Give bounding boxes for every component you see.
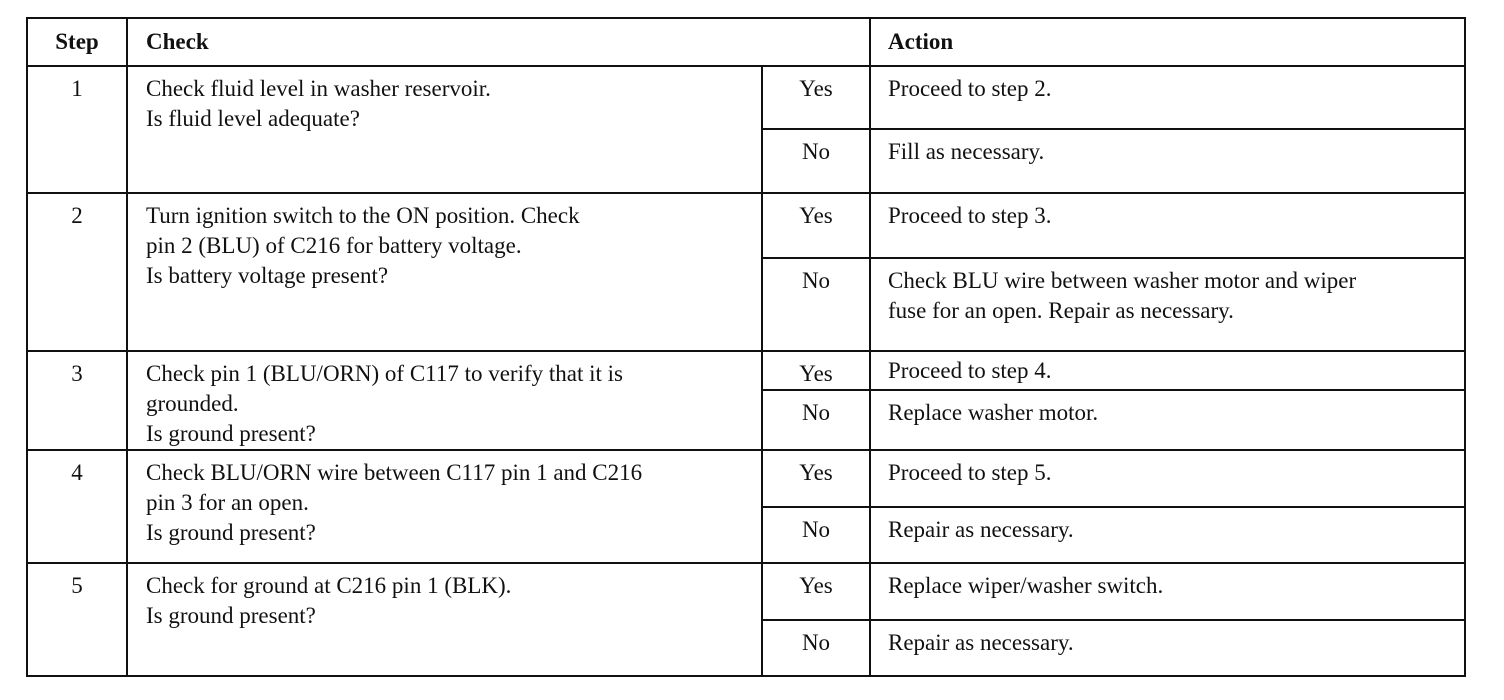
no-action: Fill as necessary.	[869, 128, 1466, 194]
header-action: Action	[869, 17, 1466, 67]
yes-label: Yes	[761, 562, 871, 621]
yes-label: Yes	[761, 192, 871, 259]
no-action: Replace washer motor.	[869, 389, 1466, 451]
action-line: Repair as necessary.	[888, 630, 1074, 655]
step-number: 3	[26, 350, 128, 451]
yes-action: Proceed to step 5.	[869, 449, 1466, 508]
check-line: Check pin 1 (BLU/ORN) of C117 to verify …	[146, 361, 623, 386]
no-label: No	[761, 619, 871, 677]
table-row: No Check BLU wire between washer motor a…	[27, 257, 1466, 352]
check-text: Check fluid level in washer reservoir. I…	[126, 65, 763, 194]
no-label: No	[761, 389, 871, 451]
action-line: Repair as necessary.	[888, 517, 1074, 542]
check-text: Check pin 1 (BLU/ORN) of C117 to verify …	[126, 350, 763, 451]
yes-label: Yes	[761, 449, 871, 508]
action-line: Proceed to step 5.	[888, 460, 1052, 485]
check-line: pin 2 (BLU) of C216 for battery voltage.	[146, 233, 522, 258]
table-row: No Replace washer motor.	[27, 389, 1466, 451]
yes-label: Yes	[761, 350, 871, 391]
no-label: No	[761, 506, 871, 564]
table-row: No Repair as necessary.	[27, 619, 1466, 677]
check-line: Turn ignition switch to the ON position.…	[146, 203, 580, 228]
yes-action: Proceed to step 3.	[869, 192, 1466, 259]
check-line: Is battery voltage present?	[146, 263, 389, 288]
table-row: 2 Turn ignition switch to the ON positio…	[26, 192, 1466, 352]
check-line: Check BLU/ORN wire between C117 pin 1 an…	[146, 460, 643, 485]
action-line: fuse for an open. Repair as necessary.	[888, 298, 1234, 323]
table-row: No Fill as necessary.	[27, 128, 1466, 194]
yes-action: Proceed to step 4.	[869, 350, 1466, 391]
no-action: Repair as necessary.	[869, 619, 1466, 677]
step-number: 2	[26, 192, 128, 352]
check-text: Turn ignition switch to the ON position.…	[126, 192, 763, 352]
table-header-row: Step Check Action	[26, 17, 1466, 67]
header-check: Check	[126, 17, 871, 67]
check-line: Check fluid level in washer reservoir.	[146, 76, 491, 101]
check-text: Check BLU/ORN wire between C117 pin 1 an…	[126, 449, 763, 564]
check-line: grounded.	[146, 391, 239, 416]
table-row: 5 Check for ground at C216 pin 1 (BLK). …	[26, 562, 1466, 677]
check-line: Check for ground at C216 pin 1 (BLK).	[146, 573, 512, 598]
header-step: Step	[26, 17, 128, 67]
step-number: 4	[26, 449, 128, 564]
step-number: 1	[26, 65, 128, 194]
check-line: Is ground present?	[146, 603, 316, 628]
no-label: No	[761, 257, 871, 352]
step-number: 5	[26, 562, 128, 677]
check-line: pin 3 for an open.	[146, 490, 309, 515]
action-line: Replace wiper/washer switch.	[888, 573, 1164, 598]
yes-label: Yes	[761, 65, 871, 130]
no-label: No	[761, 128, 871, 194]
table-row: 1 Check fluid level in washer reservoir.…	[26, 65, 1466, 194]
action-line: Proceed to step 3.	[888, 203, 1052, 228]
no-action: Check BLU wire between washer motor and …	[869, 257, 1466, 352]
table-row: 4 Check BLU/ORN wire between C117 pin 1 …	[26, 449, 1466, 564]
table-row: No Repair as necessary.	[27, 506, 1466, 564]
check-line: Is ground present?	[146, 421, 316, 446]
yes-action: Proceed to step 2.	[869, 65, 1466, 130]
check-line: Is fluid level adequate?	[146, 106, 360, 131]
troubleshooting-table: Step Check Action 1 Check fluid level in…	[26, 17, 1466, 677]
action-line: Check BLU wire between washer motor and …	[888, 268, 1357, 293]
action-line: Proceed to step 4.	[888, 358, 1052, 383]
action-line: Proceed to step 2.	[888, 76, 1052, 101]
yes-action: Replace wiper/washer switch.	[869, 562, 1466, 621]
action-line: Fill as necessary.	[888, 139, 1045, 164]
check-line: Is ground present?	[146, 520, 316, 545]
check-text: Check for ground at C216 pin 1 (BLK). Is…	[126, 562, 763, 677]
table-row: 3 Check pin 1 (BLU/ORN) of C117 to verif…	[26, 350, 1466, 451]
no-action: Repair as necessary.	[869, 506, 1466, 564]
action-line: Replace washer motor.	[888, 400, 1099, 425]
